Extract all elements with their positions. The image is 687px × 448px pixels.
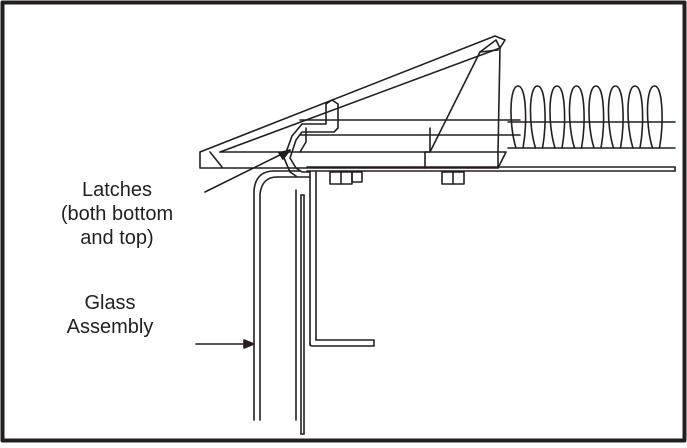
latches-leader [204, 149, 291, 193]
latches-label: Latches (both bottom and top) [42, 178, 192, 250]
latches-label-line-3: and top) [80, 227, 154, 249]
leader-lines [195, 149, 291, 349]
spring [507, 85, 676, 149]
top-plate [306, 166, 676, 172]
glass-arrowhead [243, 339, 255, 349]
latch [283, 99, 339, 177]
latches-label-line-2: (both bottom [60, 203, 174, 225]
latches-arrowhead [278, 149, 291, 160]
glass-assembly-label: Glass Assembly [40, 291, 180, 339]
glass-label-line-1: Glass [84, 292, 136, 314]
latches-label-line-1: Latches [81, 179, 153, 201]
glass-assembly-drawing [253, 170, 375, 435]
lid-wedge [199, 35, 506, 169]
bracket [424, 39, 507, 169]
spring-rail [299, 119, 521, 136]
glass-label-line-2: Assembly [66, 316, 154, 338]
bolts [329, 171, 465, 185]
